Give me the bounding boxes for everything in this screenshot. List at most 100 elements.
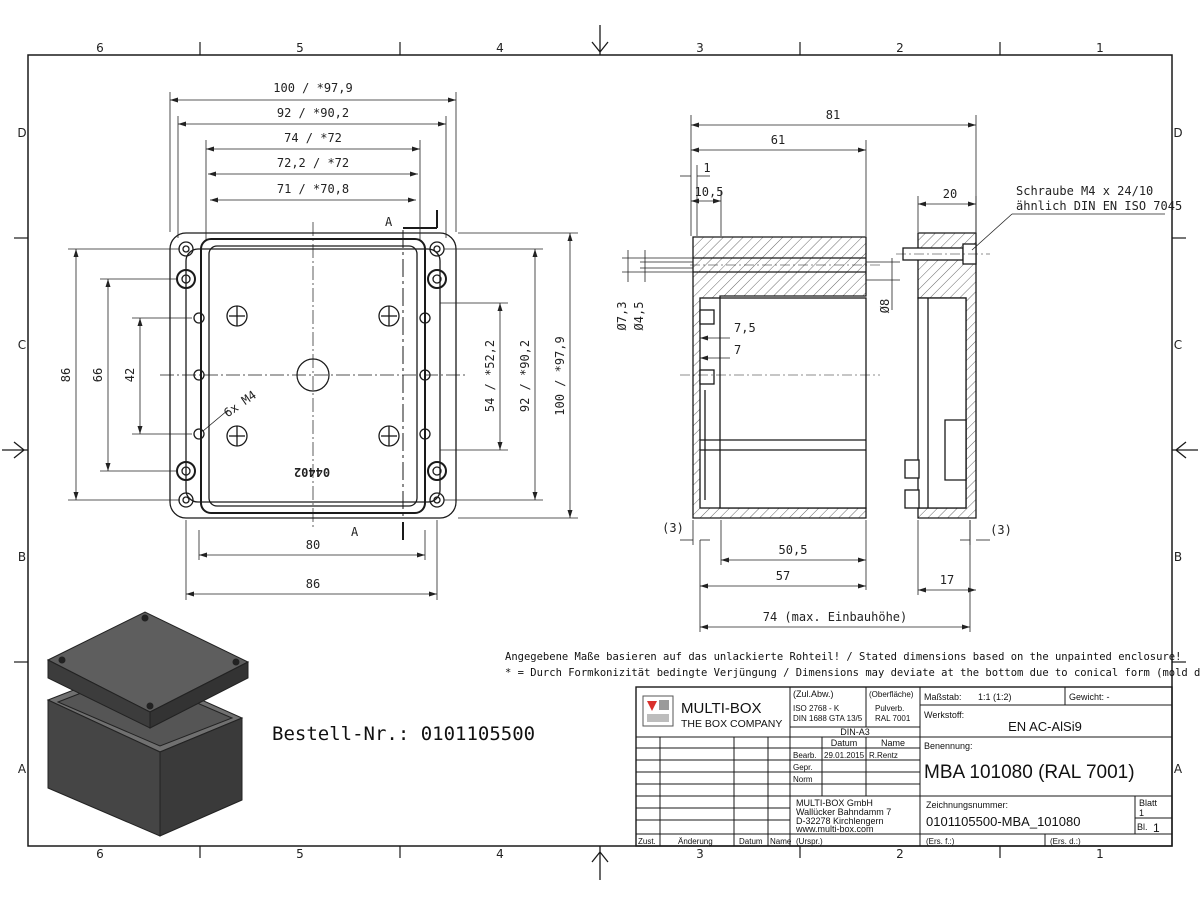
zone-row-right-d: D bbox=[1173, 126, 1182, 140]
address-line-4: www.multi-box.com bbox=[795, 824, 874, 834]
zone-row-left-d: D bbox=[17, 126, 26, 140]
address-line-1: MULTI-BOX GmbH bbox=[796, 798, 873, 808]
drawn-date: 29.01.2015 bbox=[824, 751, 865, 760]
company-logo bbox=[642, 695, 674, 727]
drawing-number-label: Zeichnungsnummer: bbox=[926, 800, 1008, 810]
scale-label: Maßstab: bbox=[924, 692, 962, 702]
sheet-format: DIN-A3 bbox=[840, 727, 870, 737]
dim-depth-10-5: 10,5 bbox=[695, 185, 724, 199]
zone-col-top-5: 5 bbox=[296, 41, 304, 55]
hole-note-leader bbox=[202, 409, 229, 432]
dim-depth-81: 81 bbox=[826, 108, 840, 122]
section-label-bottom: A bbox=[351, 525, 359, 539]
designation-value: MBA 101080 (RAL 7001) bbox=[924, 762, 1135, 783]
top-view bbox=[160, 210, 466, 540]
zone-col-top-1: 1 bbox=[1096, 41, 1104, 55]
screw-note-1: Schraube M4 x 24/10 bbox=[1016, 184, 1153, 198]
revision-change-label: Änderung bbox=[678, 837, 713, 846]
tolerance-din: DIN 1688 GTA 13/5 bbox=[793, 714, 863, 723]
dim-depth-50-5: 50,5 bbox=[779, 543, 808, 557]
zone-ticks bbox=[14, 42, 1186, 858]
surface-label: (Oberfläche) bbox=[869, 690, 914, 699]
zone-col-bottom-2: 2 bbox=[896, 847, 904, 861]
zone-col-top-2: 2 bbox=[896, 41, 904, 55]
weight-label: Gewicht: - bbox=[1069, 692, 1110, 702]
zone-row-left-b: B bbox=[18, 550, 26, 564]
zone-col-top-3: 3 bbox=[696, 41, 704, 55]
replaced-by-label: (Ers. d.:) bbox=[1050, 837, 1081, 846]
zone-col-top-4: 4 bbox=[496, 41, 504, 55]
dim-dia-8: Ø8 bbox=[878, 299, 892, 313]
dim-height-100: 100 / *97,9 bbox=[553, 336, 567, 415]
zone-row-right-a: A bbox=[1174, 762, 1183, 776]
dim-dia-4-5: Ø4,5 bbox=[632, 302, 646, 331]
dim-height-42: 42 bbox=[123, 368, 137, 382]
hole-note: 6x M4 bbox=[221, 388, 259, 420]
revision-name-label: Name bbox=[770, 837, 792, 846]
name-header: Name bbox=[881, 738, 905, 748]
replaces-label: (Ers. f.:) bbox=[926, 837, 955, 846]
zone-row-left-a: A bbox=[18, 762, 27, 776]
lid-section-view bbox=[896, 232, 990, 519]
origin-label: (Urspr.) bbox=[796, 837, 823, 846]
norm-label: Norm bbox=[793, 775, 813, 784]
dim-depth-74: 74 (max. Einbauhöhe) bbox=[763, 610, 908, 624]
drawn-name: R.Rentz bbox=[869, 751, 898, 760]
section-label-top: A bbox=[385, 215, 393, 229]
sheet-label: Blatt bbox=[1139, 798, 1158, 808]
order-number: Bestell-Nr.: 0101105500 bbox=[272, 723, 535, 745]
tolerance-iso: ISO 2768 - K bbox=[793, 704, 840, 713]
scale-value: 1:1 (1:2) bbox=[978, 692, 1012, 702]
sheets-value: 1 bbox=[1153, 821, 1160, 835]
zone-labels: 6 5 4 3 2 1 6 5 4 3 2 1 D C B A D C B A bbox=[17, 41, 1183, 861]
designation-label: Benennung: bbox=[924, 741, 973, 751]
zone-col-bottom-3: 3 bbox=[696, 847, 704, 861]
dim-offset-3: (3) bbox=[662, 521, 684, 535]
dim-lid-20: 20 bbox=[943, 187, 957, 201]
tolerance-label: (Zul.Abw.) bbox=[793, 689, 834, 699]
drawn-by-label: Bearb. bbox=[793, 751, 817, 760]
zone-row-right-b: B bbox=[1174, 550, 1182, 564]
dim-inner-7: 7 bbox=[734, 343, 741, 357]
dim-lid-17: 17 bbox=[940, 573, 954, 587]
dim-width-72-2: 72,2 / *72 bbox=[277, 156, 349, 170]
dim-width-86: 86 bbox=[306, 577, 320, 591]
address-line-3: D-32278 Kirchlengern bbox=[796, 816, 884, 826]
zone-col-bottom-5: 5 bbox=[296, 847, 304, 861]
surface-ral: RAL 7001 bbox=[875, 714, 911, 723]
side-view-dimension-lines bbox=[622, 115, 977, 632]
zone-row-left-c: C bbox=[18, 338, 26, 352]
dim-lid-3: (3) bbox=[990, 523, 1012, 537]
material-value: EN AC-AlSi9 bbox=[1008, 719, 1082, 734]
address-line-2: Wallücker Bahndamm 7 bbox=[796, 807, 891, 817]
revision-date-label: Datum bbox=[739, 837, 763, 846]
zone-col-bottom-6: 6 bbox=[96, 847, 104, 861]
dim-width-74: 74 / *72 bbox=[284, 131, 342, 145]
material-label: Werkstoff: bbox=[924, 710, 964, 720]
zone-row-right-c: C bbox=[1174, 338, 1182, 352]
lid-dimension-lines bbox=[917, 196, 1165, 595]
dim-height-66: 66 bbox=[91, 368, 105, 382]
note-line-2: * = Durch Formkonizität bedingte Verjüng… bbox=[505, 667, 1200, 679]
dim-inner-7-5: 7,5 bbox=[734, 321, 756, 335]
note-line-1: Angegebene Maße basieren auf das unlacki… bbox=[505, 651, 1181, 663]
dim-height-54: 54 / *52,2 bbox=[483, 340, 497, 412]
date-header: Datum bbox=[831, 738, 858, 748]
screw-note-2: ähnlich DIN EN ISO 7045 bbox=[1016, 199, 1182, 213]
dim-depth-57: 57 bbox=[776, 569, 790, 583]
dim-dia-7-3: Ø7,3 bbox=[615, 302, 629, 331]
zone-col-top-6: 6 bbox=[96, 41, 104, 55]
checked-label: Gepr. bbox=[793, 763, 813, 772]
zone-col-bottom-1: 1 bbox=[1096, 847, 1104, 861]
drawing-number-value: 0101105500-MBA_101080 bbox=[926, 814, 1080, 829]
dim-width-80: 80 bbox=[306, 538, 320, 552]
side-section-view bbox=[680, 236, 880, 519]
dim-height-92: 92 / *90,2 bbox=[518, 340, 532, 412]
zone-col-bottom-4: 4 bbox=[496, 847, 504, 861]
revision-state-label: Zust. bbox=[638, 837, 656, 846]
dim-width-92: 92 / *90,2 bbox=[277, 106, 349, 120]
dim-width-71: 71 / *70,8 bbox=[277, 182, 349, 196]
surface-coating: Pulverb. bbox=[875, 704, 904, 713]
title-block-grid bbox=[635, 686, 1173, 847]
